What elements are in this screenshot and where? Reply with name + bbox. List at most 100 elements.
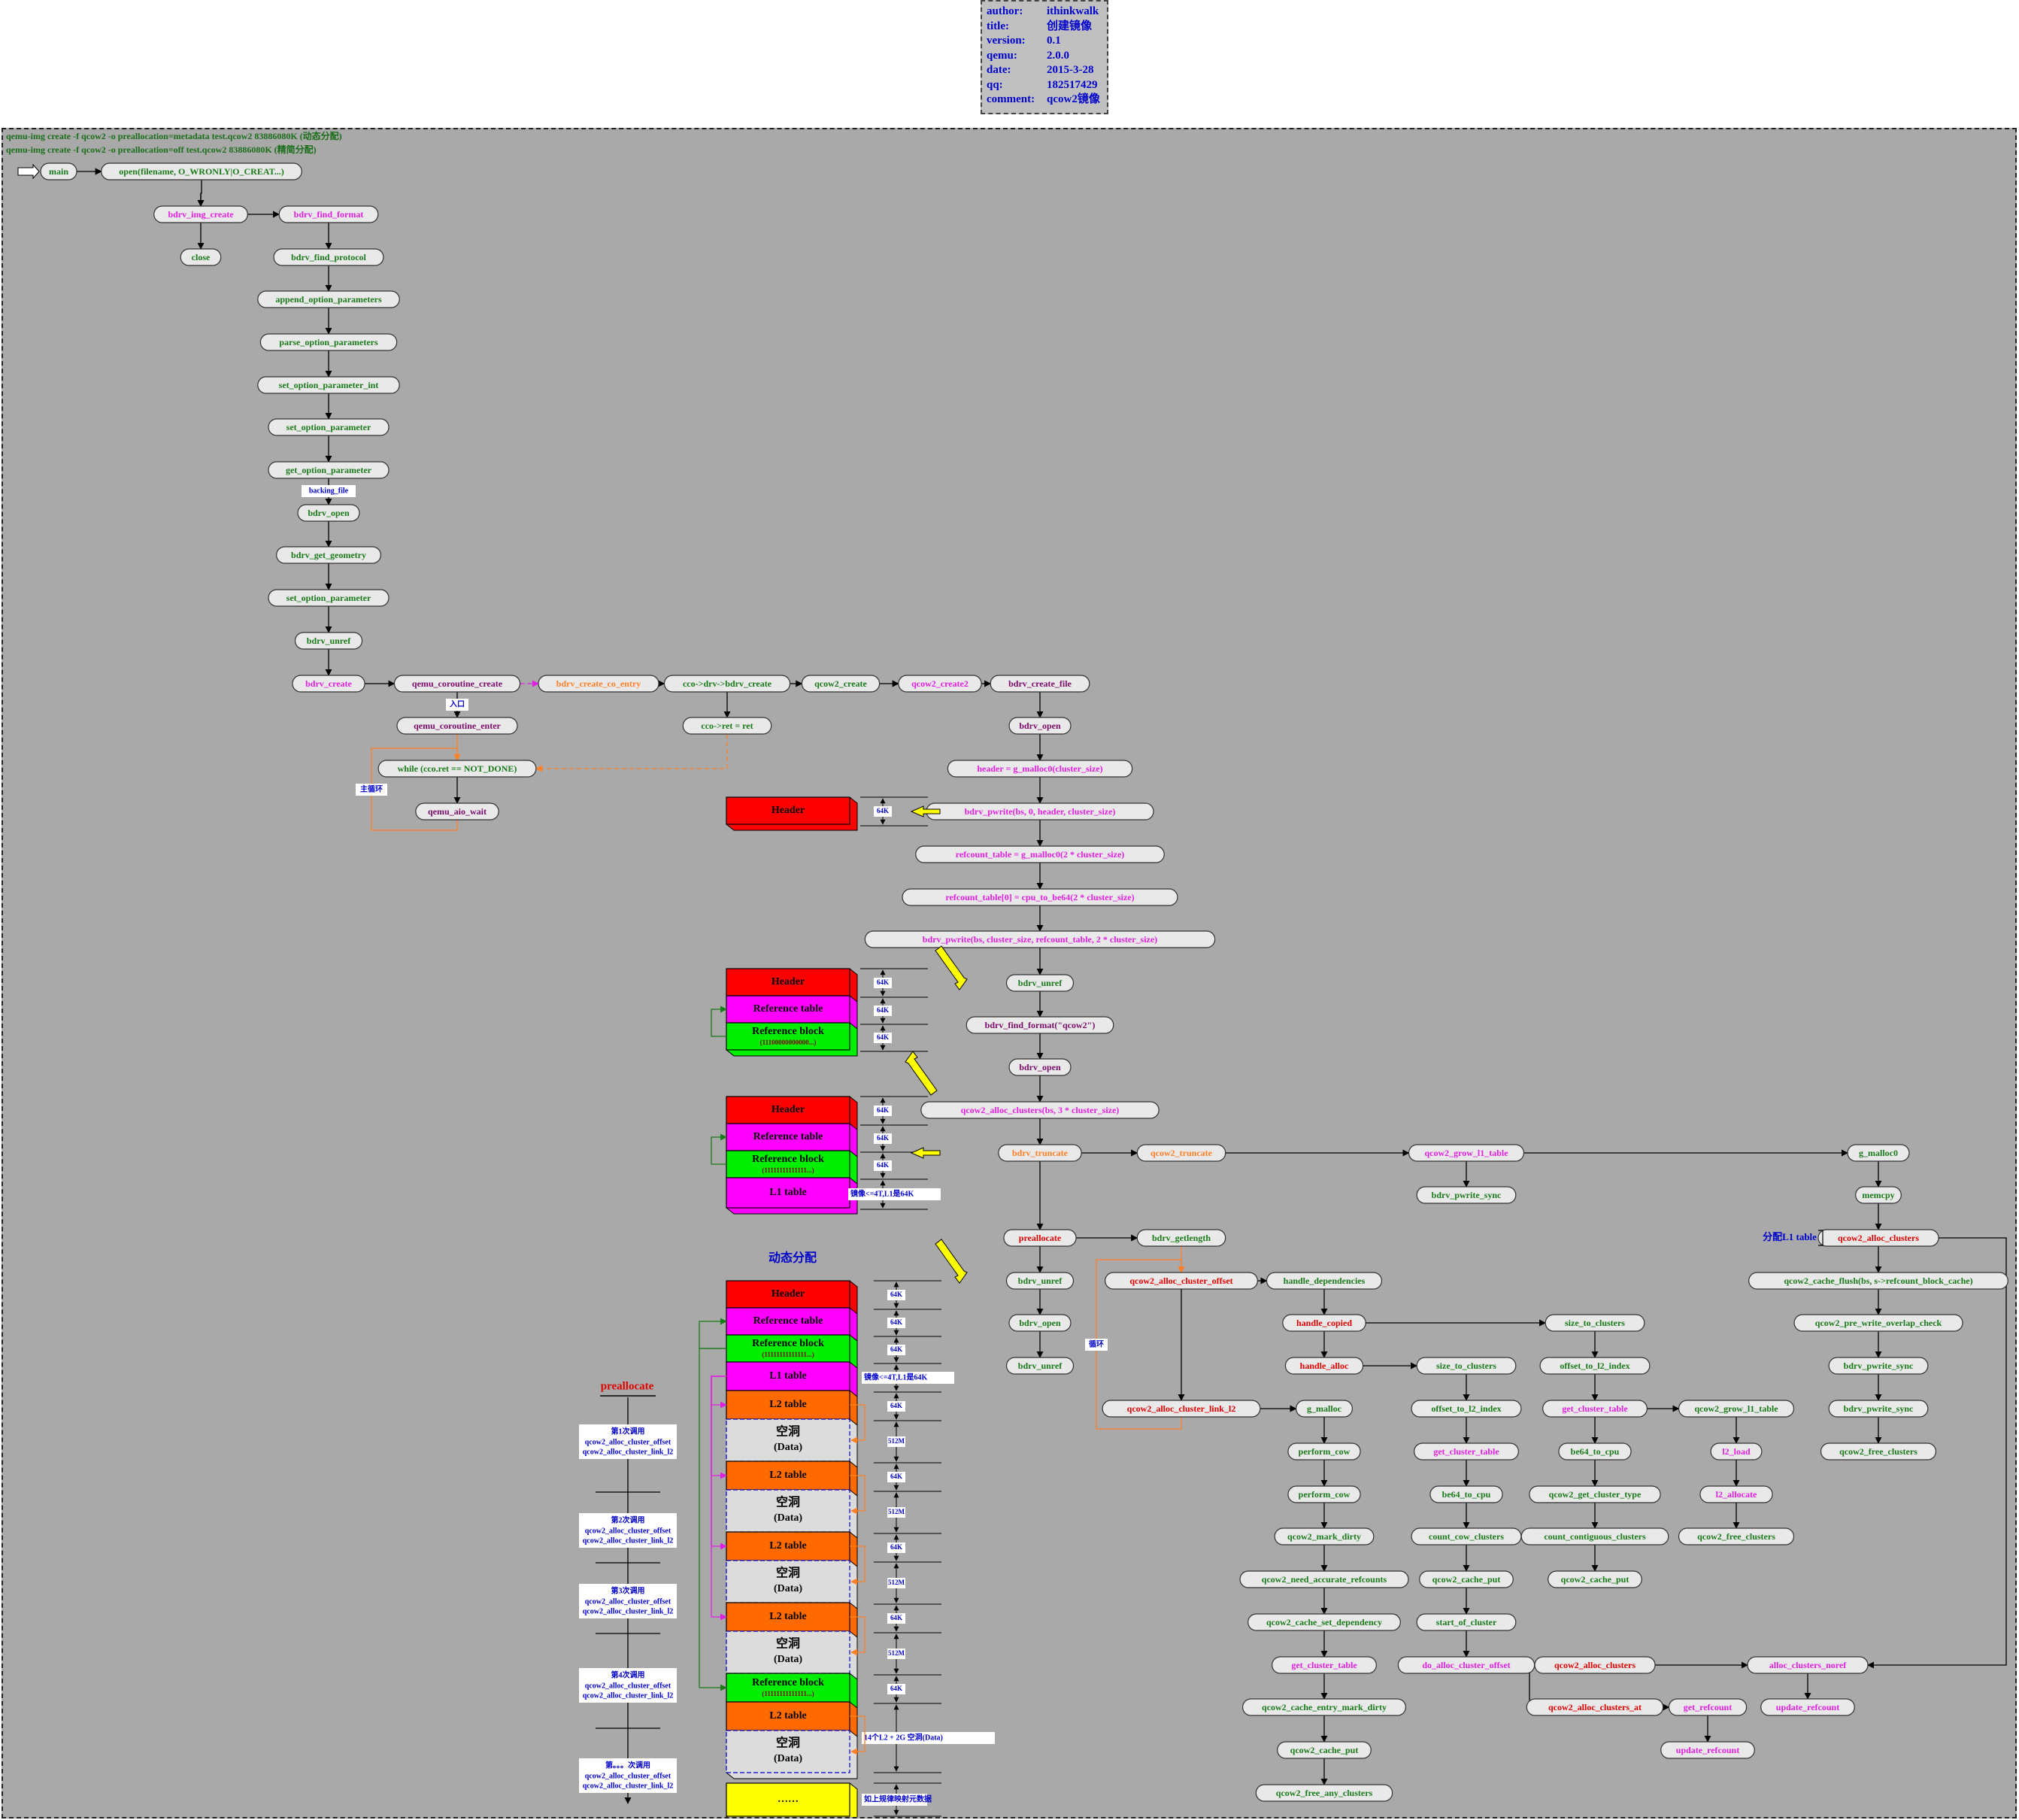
- node-pill: [998, 1144, 1082, 1162]
- node-label: be64_to_cpu: [1442, 1489, 1491, 1500]
- dimension: 64K: [874, 1309, 941, 1337]
- node-label: get_option_parameter: [286, 465, 372, 475]
- call-fn: qcow2_alloc_cluster_offset: [585, 1772, 671, 1780]
- meta-key: version:: [987, 35, 1026, 47]
- node-bdrv_unref1: bdrv_unref: [294, 632, 363, 650]
- dim-label: 64K: [890, 1402, 902, 1409]
- node-pill: [180, 248, 222, 266]
- node-qcow2_free_clusters2: qcow2_free_clusters: [1678, 1527, 1795, 1545]
- disk-block-l1: L1 table: [725, 1361, 858, 1397]
- node-label: qcow2_free_clusters: [1697, 1531, 1775, 1542]
- node-pill: [1678, 1527, 1795, 1545]
- node-pill: [268, 418, 390, 436]
- node-pill: [1534, 1656, 1656, 1674]
- node-bdrv_create_file: bdrv_create_file: [990, 675, 1090, 693]
- disk-block-l2: L2 table: [725, 1701, 858, 1737]
- meta-key: author:: [987, 5, 1023, 17]
- call-label: 第4次调用: [611, 1670, 645, 1679]
- node-pill: [1295, 1400, 1353, 1418]
- node-handle_dependencies: handle_dependencies: [1266, 1272, 1383, 1290]
- node-start_of_cluster: start_of_cluster: [1416, 1613, 1517, 1631]
- node-g_malloc0: g_malloc0: [1847, 1144, 1910, 1162]
- node-cco_drv_create: cco->drv->bdrv_create: [663, 675, 791, 693]
- block-label: Header: [772, 1104, 805, 1115]
- block-face: [726, 1361, 850, 1391]
- meta-key: qemu:: [987, 49, 1017, 62]
- disk-block-hole: 空洞(Data): [725, 1630, 858, 1680]
- node-label: bdrv_pwrite(bs, cluster_size, refcount_t…: [923, 934, 1157, 945]
- yellow-arrow: [910, 1147, 941, 1159]
- disk-block-hole: 空洞(Data): [725, 1418, 858, 1468]
- node-label: start_of_cluster: [1436, 1617, 1497, 1627]
- dimension: 如上规律映射元数据: [862, 1782, 941, 1817]
- block-label: L2 table: [769, 1611, 806, 1622]
- edge-label: 主循环: [360, 784, 383, 793]
- node-perform_cow1: perform_cow: [1287, 1442, 1361, 1461]
- dim-label: 64K: [877, 1033, 889, 1041]
- block-sub: (11111111111111...): [762, 1166, 814, 1174]
- node-label: update_refcount: [1676, 1745, 1739, 1755]
- dimension: 64K: [860, 1096, 928, 1126]
- meta-key: comment:: [987, 93, 1035, 105]
- prealloc-title: preallocate: [601, 1380, 654, 1392]
- dim-label-bg: [887, 1436, 905, 1447]
- call-label: 第1次调用: [611, 1426, 645, 1436]
- node-qemu_coroutine_create: qemu_coroutine_create: [393, 675, 521, 693]
- node-label: get_cluster_table: [1291, 1660, 1357, 1670]
- node-label: offset_to_l2_index: [1431, 1403, 1501, 1414]
- node-qcow2_alloc_cluster_link_l2: qcow2_alloc_cluster_link_l2: [1102, 1400, 1261, 1418]
- node-do_alloc_cluster_offset: do_alloc_cluster_offset: [1397, 1656, 1535, 1674]
- block-face: [726, 1334, 850, 1363]
- node-qcow2_get_cluster_type: qcow2_get_cluster_type: [1529, 1485, 1661, 1503]
- block-face: [726, 995, 850, 1024]
- block-face: [726, 1560, 850, 1603]
- block-face: [726, 1022, 850, 1051]
- disk-block-header: Header: [725, 1096, 858, 1130]
- call-fn: qcow2_alloc_cluster_offset: [585, 1438, 671, 1446]
- meta-row: qemu:2.0.0: [987, 49, 1102, 64]
- call-fn: qcow2_alloc_cluster_offset: [585, 1597, 671, 1606]
- node-get_cluster_table2: get_cluster_table: [1414, 1442, 1519, 1461]
- dimension: 64K: [860, 968, 928, 998]
- node-label: handle_dependencies: [1284, 1276, 1366, 1286]
- node-pill: [1828, 1400, 1929, 1418]
- node-offset_to_l2_index1: offset_to_l2_index: [1539, 1357, 1651, 1375]
- node-update_refcount1: update_refcount: [1760, 1698, 1855, 1716]
- node-pill: [393, 675, 521, 693]
- data-label: (Data): [774, 1442, 802, 1453]
- meta-value: 182517429: [1047, 78, 1098, 91]
- data-label: (Data): [774, 1583, 802, 1594]
- node-label: be64_to_cpu: [1571, 1446, 1620, 1457]
- node-l2_allocate: l2_allocate: [1699, 1485, 1773, 1503]
- command-line-metadata: qemu-img create -f qcow2 -o preallocatio…: [6, 131, 342, 141]
- node-pill: [990, 675, 1090, 693]
- node-label: qcow2_create: [814, 678, 867, 689]
- node-pill: [273, 248, 384, 266]
- edge-line: [535, 734, 728, 772]
- node-pill: [1416, 1613, 1517, 1631]
- node-label: bdrv_pwrite(bs, 0, header, cluster_size): [965, 806, 1116, 817]
- block-label: Reference table: [753, 1315, 823, 1327]
- block-label: Reference block: [752, 1026, 824, 1037]
- node-refcount_table: refcount_table = g_malloc0(2 * cluster_s…: [915, 845, 1165, 863]
- node-label: set_option_parameter_int: [279, 380, 379, 390]
- dim-label: 64K: [877, 978, 889, 986]
- node-label: qemu_coroutine_create: [412, 678, 503, 689]
- node-label: set_option_parameter: [286, 593, 371, 603]
- node-pill: [278, 205, 379, 223]
- data-label: (Data): [774, 1654, 802, 1665]
- call-fn: qcow2_alloc_cluster_link_l2: [583, 1691, 674, 1700]
- edge-label: 循环: [1089, 1339, 1104, 1348]
- dimension: 64K: [874, 1462, 941, 1492]
- node-label: do_alloc_cluster_offset: [1422, 1660, 1510, 1670]
- node-pill: [1416, 1186, 1517, 1204]
- disk-block-refblock: Reference block(11111111111111...): [725, 1334, 858, 1369]
- dim-label-bg: [874, 806, 892, 817]
- dimension: 64K: [874, 1603, 941, 1633]
- note-bg: [862, 1732, 995, 1744]
- start-arrow: [17, 163, 40, 180]
- pointer-line: [850, 1616, 866, 1656]
- node-pill: [1678, 1400, 1795, 1418]
- node-perform_cow2: perform_cow: [1287, 1485, 1361, 1503]
- node-bdrv_truncate: bdrv_truncate: [998, 1144, 1082, 1162]
